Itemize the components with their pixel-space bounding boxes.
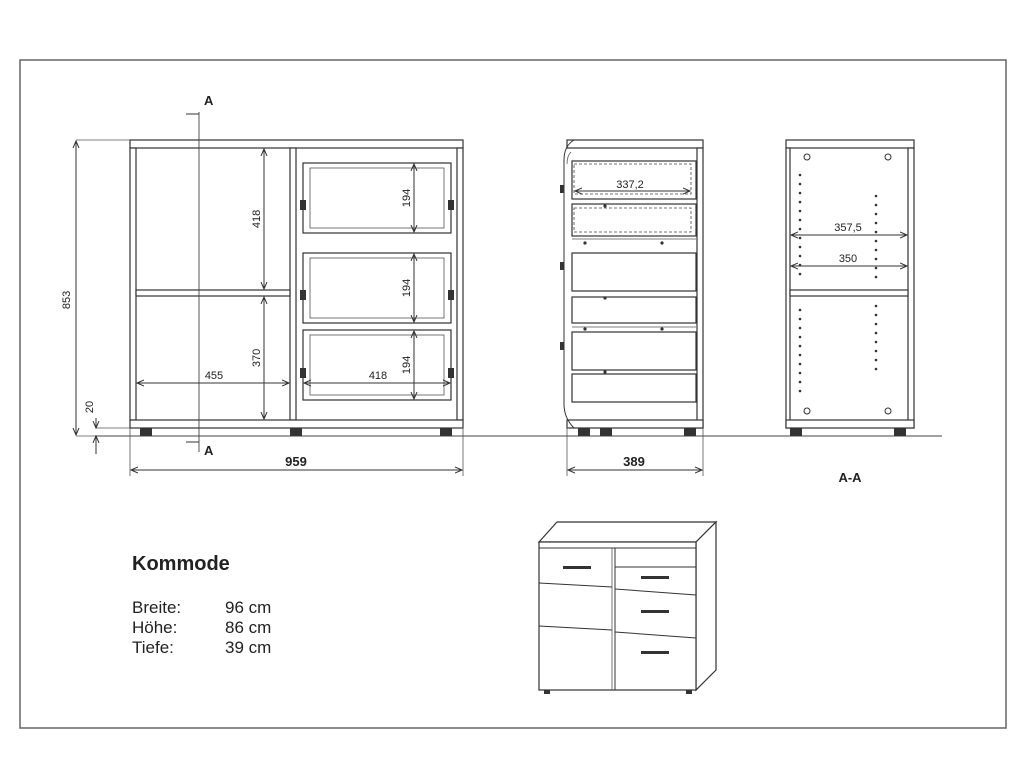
dim-upper-height: 418 (251, 210, 263, 228)
spec-label: Tiefe: (132, 638, 174, 657)
dim-inner-depth: 357,5 (834, 222, 862, 234)
product-title: Kommode (132, 553, 230, 575)
dim-drawer1-height: 194 (401, 189, 413, 207)
dim-drawer-depth: 337,2 (616, 179, 644, 191)
spec-row-height: Höhe: 86 cm (132, 618, 392, 638)
spec-row-depth: Tiefe: 39 cm (132, 638, 392, 658)
spec-value: 96 cm (225, 598, 272, 617)
section-marker-bottom: A (204, 443, 214, 458)
isometric-view (537, 520, 718, 694)
dim-drawer3-height: 194 (401, 356, 413, 374)
section-view: 357,5 350 A-A (785, 139, 915, 485)
drawer-1 (300, 162, 454, 234)
spec-value: 86 cm (225, 618, 272, 637)
dim-open-width: 455 (205, 370, 223, 382)
spec-row-width: Breite: 96 cm (132, 598, 392, 618)
dim-total-height: 853 (61, 291, 73, 309)
drawer-3 (300, 329, 454, 401)
dim-total-width: 959 (285, 454, 307, 469)
dim-shelf-depth: 350 (839, 253, 857, 265)
front-view: A A 853 20 418 370 455 418 194 194 194 9… (61, 93, 464, 476)
section-label: A-A (838, 470, 862, 485)
section-marker-top: A (204, 93, 214, 108)
dim-lower-height: 370 (251, 349, 263, 367)
drawer-2 (300, 252, 454, 324)
side-view: 337,2 389 (560, 139, 704, 476)
dim-drawer-width: 418 (369, 370, 387, 382)
dim-depth: 389 (623, 454, 645, 469)
product-info: Kommode Breite: 96 cm Höhe: 86 cm Tiefe:… (132, 553, 392, 658)
dim-drawer2-height: 194 (401, 279, 413, 297)
spec-value: 39 cm (225, 638, 272, 657)
sheet-border (19, 59, 1007, 729)
spec-label: Höhe: (132, 618, 178, 637)
spec-label: Breite: (132, 598, 182, 617)
dim-foot-height: 20 (84, 401, 96, 413)
